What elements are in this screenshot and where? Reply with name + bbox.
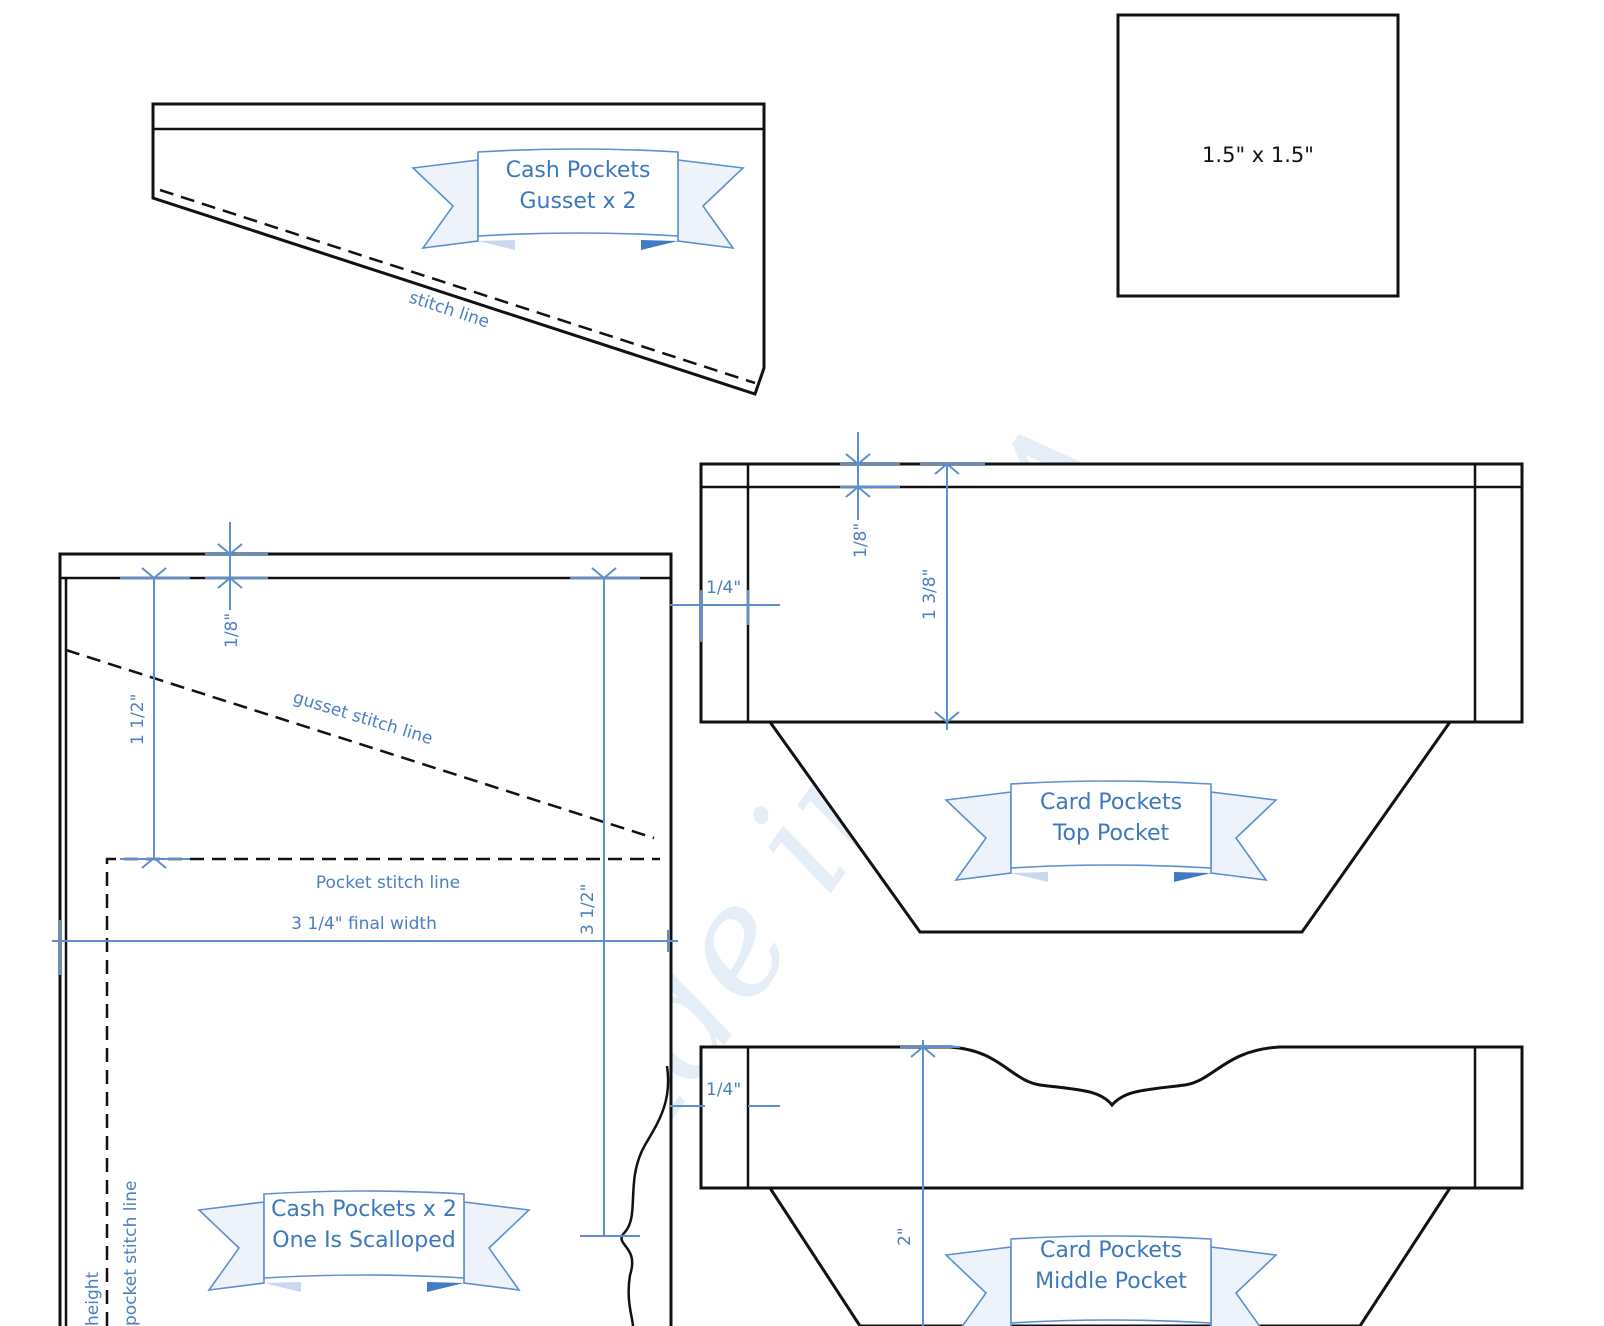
card-top-ribbon-line2: Top Pocket [1052,821,1170,846]
card-top-ribbon: Card Pockets Top Pocket [945,780,1277,883]
card-middle-ribbon: Card Pockets Middle Pocket [945,1235,1277,1326]
svg-text:1/8": 1/8" [851,523,871,558]
svg-text:3 1/2": 3 1/2" [578,884,598,935]
gusset-ribbon: Cash Pockets Gusset x 2 [412,148,744,251]
card-middle-piece: 1/4" 2" Card Pockets Middle Pocket [670,1040,1524,1326]
card-middle-ribbon-line2: Middle Pocket [1035,1269,1187,1294]
cash-pocket-ribbon-line2: One Is Scalloped [272,1228,455,1253]
card-top-piece: 1/4" 1/8" 1 3/8" Card Pockets Top Pocket [670,432,1524,934]
cash-pocket-dim-left: 1 1/2" [120,567,190,869]
card-middle-body [699,1045,1524,1190]
card-middle-dim-height: 2" [895,1040,960,1326]
card-top-ribbon-line1: Card Pockets [1040,790,1182,815]
cash-pocket-gusset-stitch [65,648,655,840]
svg-text:1 3/8": 1 3/8" [920,569,940,620]
card-middle-ribbon-line1: Card Pockets [1040,1238,1182,1263]
cash-pocket-scallop-edge [620,1065,670,1326]
svg-text:3 1/4" final width: 3 1/4" final width [291,914,437,934]
cash-pocket-pocket-stitch-label: Pocket stitch line [316,873,460,893]
gusset-ribbon-line1: Cash Pockets [506,158,651,183]
square-piece: 1.5" x 1.5" [1116,13,1400,298]
card-top-body [699,462,1524,724]
svg-text:1/8": 1/8" [222,613,242,648]
gusset-stitch-line [159,188,756,385]
card-top-dim-top: 1/8" [840,432,900,558]
cash-pocket-pocket-stitch [105,857,660,1326]
svg-text:1/4": 1/4" [706,1080,741,1100]
gusset-piece: stitch line Cash Pockets Gusset x 2 [151,102,766,396]
cash-pocket-ribbon-line1: Cash Pockets x 2 [271,1197,457,1222]
card-middle-dim-side: 1/4" [670,1080,780,1107]
square-label: 1.5" x 1.5" [1202,143,1314,167]
cash-pocket-side-stitch-label: pocket stitch line [121,1181,141,1326]
cash-pocket-piece: gusset stitch line Pocket stitch line po… [52,522,678,1326]
card-top-dim-height: 1 3/8" [920,462,985,730]
card-top-dim-side: 1/4" [670,578,780,642]
square-outline [1116,13,1400,298]
cash-pocket-side-height-label: height [83,1271,103,1326]
svg-text:1 1/2": 1 1/2" [128,694,148,745]
cash-pocket-dim-right: 3 1/2" [570,567,640,1237]
cash-pocket-dim-top: 1/8" [205,522,268,648]
cash-pocket-dim-width: 3 1/4" final width [52,914,678,975]
svg-text:2": 2" [895,1227,915,1246]
svg-text:1/4": 1/4" [706,578,741,598]
cash-pocket-ribbon: Cash Pockets x 2 One Is Scalloped [198,1190,530,1293]
gusset-ribbon-line2: Gusset x 2 [519,189,636,214]
gusset-outline [151,102,766,396]
